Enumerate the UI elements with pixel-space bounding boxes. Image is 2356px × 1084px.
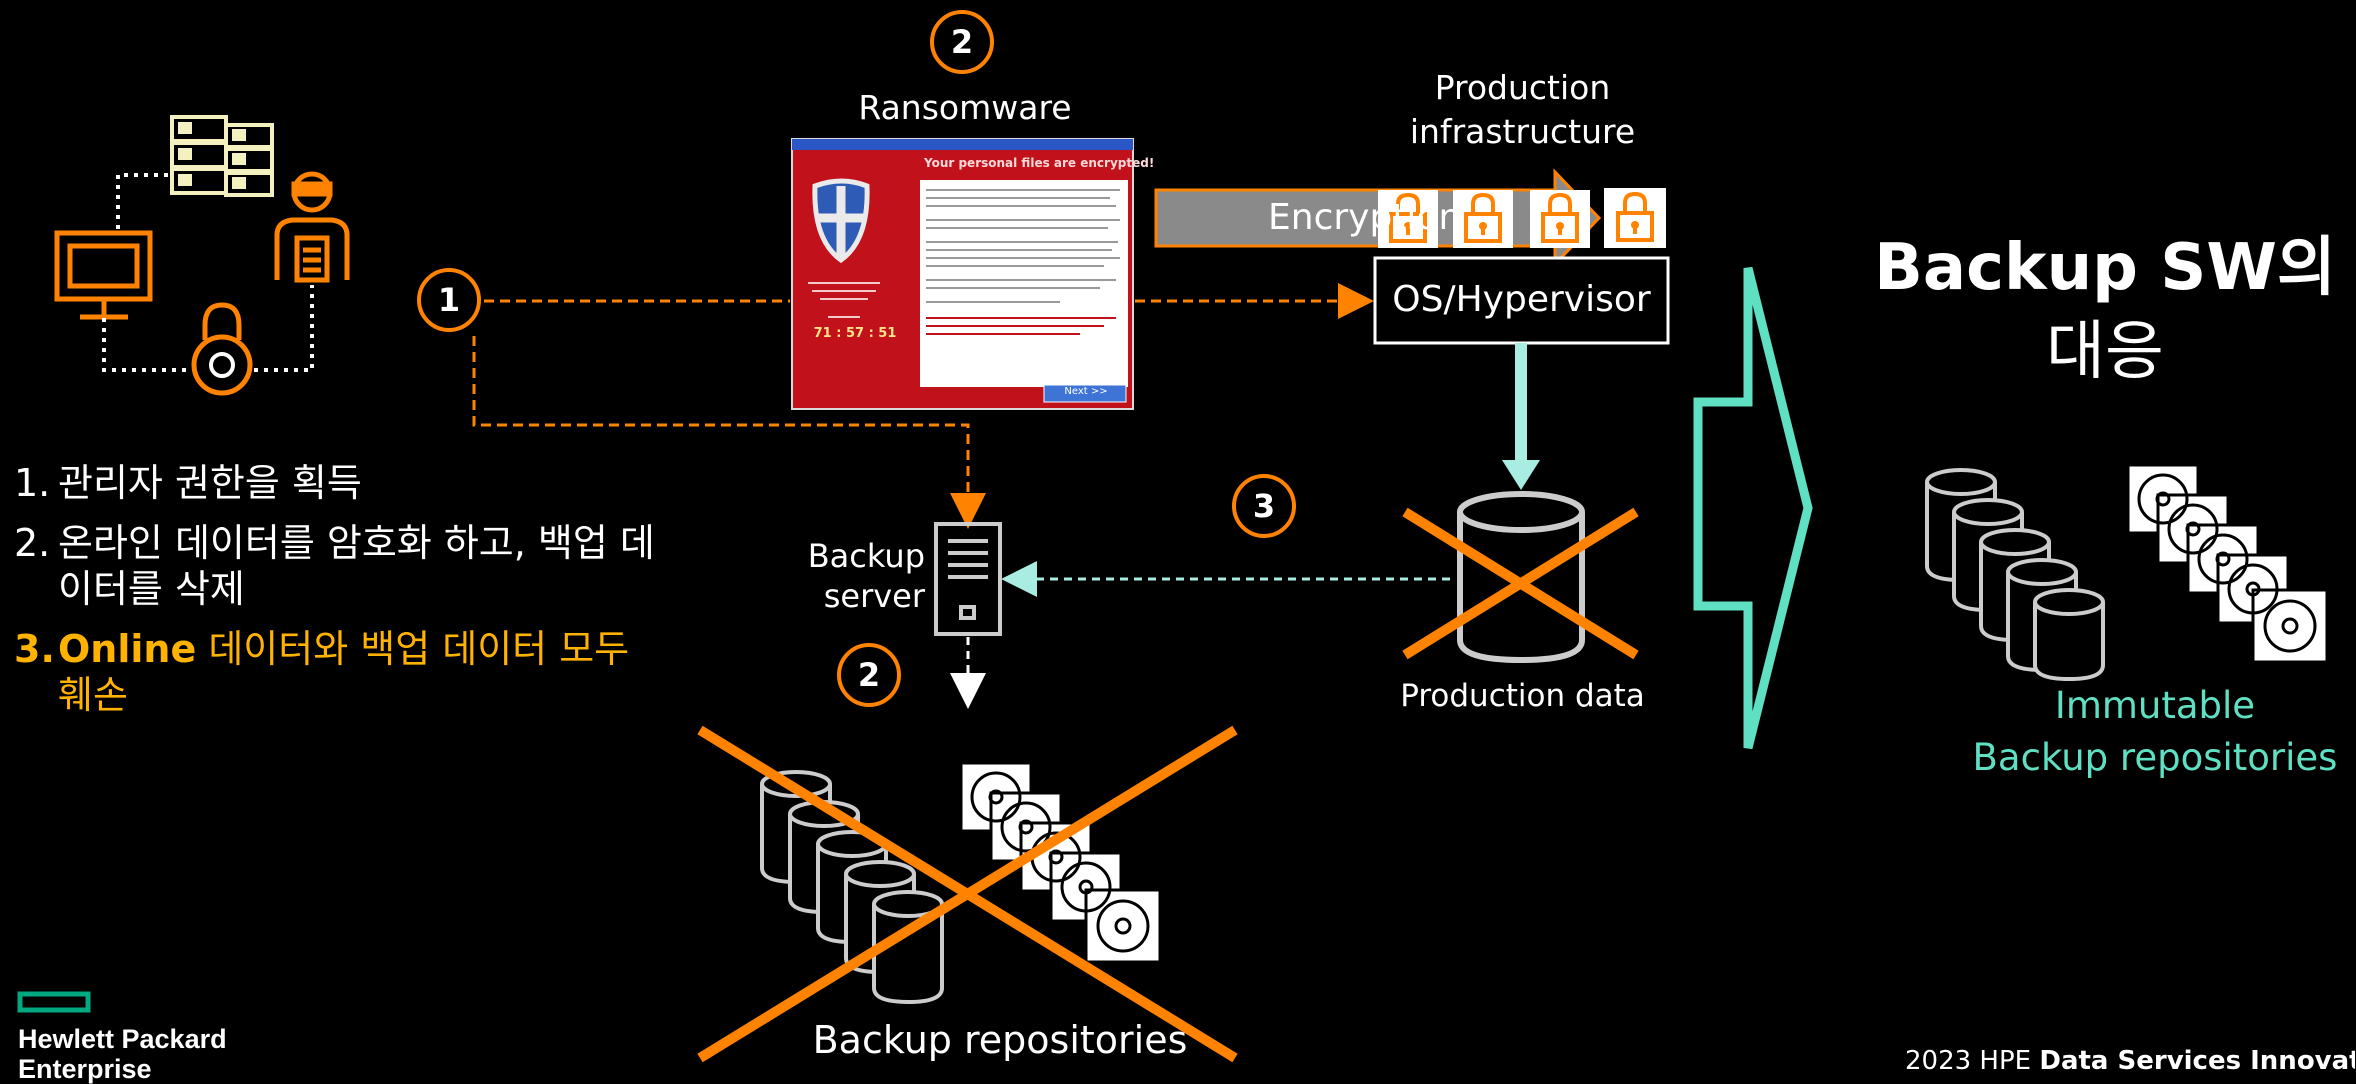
step-badge-1: 1 [417,268,481,332]
production-data-cross [1402,507,1639,660]
immutable-repositories-label: Immutable Backup repositories [1972,684,2338,779]
os-hypervisor-label: OS/Hypervisor [1392,279,1651,320]
ransom-next-button[interactable]: Next >> [1064,386,1108,397]
computer-monitor-icon [54,230,153,320]
backup-repositories-label: Backup repositories [812,1018,1188,1062]
response-title-line2: 대응 [2046,315,2164,389]
hpe-logo-line1: Hewlett Packard [18,1024,227,1054]
backup-server-icon [934,522,1002,636]
backup-server-label: Backup server [807,537,925,615]
step-badge-2-top: 2 [930,10,994,74]
step-badge-2-backup: 2 [837,643,901,707]
response-title: Backup SW의 대응 [1855,226,2355,394]
step-item-3: 3. Online 데이터와 백업 데이터 모두 훼손 [14,626,674,718]
copyright-bold: Data Services Innovation D [2039,1046,2355,1076]
ransom-timer: 71 : 57 : 51 [813,326,897,341]
ransom-heading: Your personal files are encrypted! [924,156,1155,170]
copyright-text: 2023 HPE Data Services Innovation D [1905,1046,2355,1076]
hpe-logo: Hewlett Packard Enterprise [18,1024,227,1084]
padlock-icon [191,302,253,396]
step-text: 관리자 권한을 획득 [58,461,362,505]
os-hypervisor-box [1373,256,1670,345]
immutable-databases [1925,468,2105,682]
response-title-line1: Backup SW의 [1874,231,2336,305]
hpe-logo-mark [17,991,91,1013]
step-badge-3: 3 [1232,474,1296,538]
step-number: 1. [14,461,51,505]
backup-repositories-cross [697,725,1238,1063]
step-text: 온라인 데이터를 암호화 하고, 백업 데이터를 삭제 [58,521,655,611]
production-database-icon [1457,491,1585,664]
response-arrow [1693,266,1813,750]
step-text: 데이터와 백업 데이터 모두 훼손 [58,627,630,717]
ransomware-window [791,138,1134,410]
hpe-logo-line2: Enterprise [18,1054,152,1084]
production-infrastructure-label: Production infrastructure [1409,68,1636,151]
step-number: 3. [14,627,55,671]
steps-list: 1. 관리자 권한을 획득 2. 온라인 데이터를 암호화 하고, 백업 데이터… [14,460,674,732]
immutable-disks [2126,463,2329,664]
production-data-label: Production data [1400,678,1645,714]
encryption-label: Encryption [1268,197,1462,238]
backup-repository-disks [959,761,1162,964]
attacker-illustration [54,115,350,396]
step-item-1: 1. 관리자 권한을 획득 [14,460,674,506]
step-item-2: 2. 온라인 데이터를 암호화 하고, 백업 데이터를 삭제 [14,520,674,612]
step-keyword: Online [58,627,197,671]
ransomware-label: Ransomware [858,88,1072,127]
encrypted-files-icons [1378,188,1666,248]
server-rack-icon [170,115,274,197]
copyright-prefix: 2023 HPE [1905,1046,2040,1076]
step-number: 2. [14,521,51,565]
hacker-icon [274,171,350,283]
